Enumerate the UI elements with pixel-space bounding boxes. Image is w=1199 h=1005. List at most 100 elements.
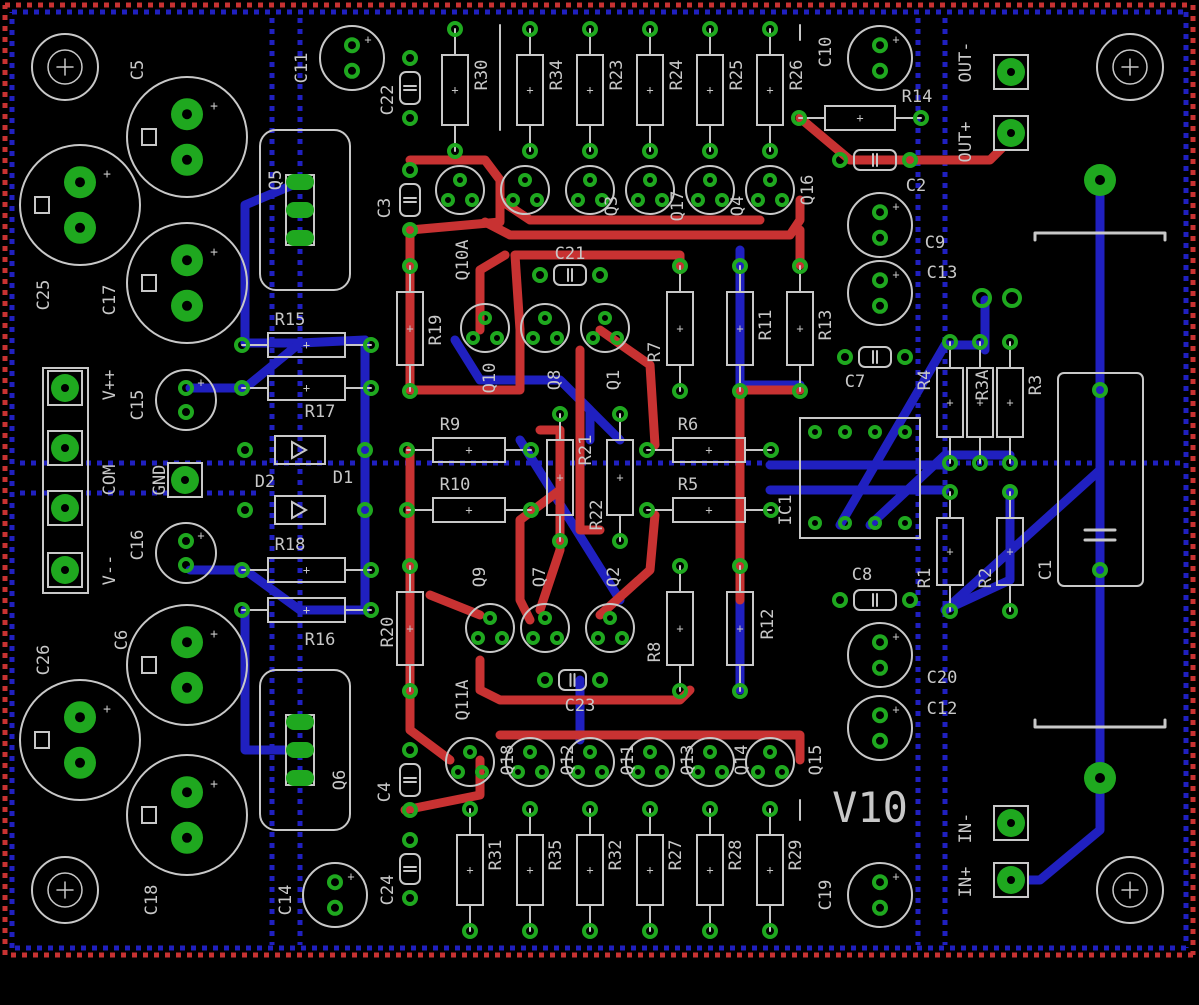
- pad: [639, 502, 655, 518]
- component-label: OUT+: [956, 122, 976, 163]
- pad: [522, 143, 538, 159]
- plus-mark: +: [303, 338, 310, 352]
- component-label: C26: [34, 645, 54, 676]
- transistor-outline: [745, 737, 795, 787]
- pad: [655, 193, 669, 207]
- component-label: C25: [34, 280, 54, 311]
- pad: [518, 173, 532, 187]
- component-label: R24: [667, 60, 687, 91]
- cap-mark: [141, 656, 157, 674]
- component-label: R26: [787, 60, 807, 91]
- component-label: R22: [587, 500, 607, 531]
- pad: [1092, 382, 1108, 398]
- oval-pad: [286, 742, 314, 758]
- pad: [453, 173, 467, 187]
- component-label: Q8: [545, 370, 565, 390]
- transistor-outline: [685, 737, 735, 787]
- top-trace: [515, 485, 565, 625]
- component-label: C16: [128, 530, 148, 561]
- pad: [523, 442, 539, 458]
- oval-pad: [286, 174, 314, 190]
- component-label: R11: [756, 310, 776, 341]
- pad: [872, 297, 888, 314]
- pad: [583, 745, 597, 759]
- pad-hole: [1095, 773, 1105, 783]
- component-label: R4: [915, 370, 935, 390]
- component-label: V++: [100, 370, 120, 401]
- pad: [237, 502, 253, 518]
- component-label: C13: [927, 263, 958, 283]
- mounting-hole-inner: [1112, 49, 1148, 85]
- oval-pad: [286, 770, 314, 786]
- resistor-body: [966, 367, 994, 438]
- oval-pad: [286, 230, 314, 246]
- top-trace: [495, 195, 765, 225]
- component-label: C18: [142, 885, 162, 916]
- resistor-body: [672, 497, 746, 523]
- top-trace: [795, 113, 1015, 165]
- mounting-hole: [1096, 33, 1164, 101]
- plus-mark: +: [406, 322, 413, 336]
- pad: [441, 193, 455, 207]
- pad: [972, 288, 992, 308]
- electrolytic-outline: [19, 679, 141, 801]
- pad: [363, 562, 379, 578]
- pad: [234, 337, 250, 353]
- pad: [552, 533, 568, 549]
- pad: [872, 62, 888, 79]
- pad: [490, 331, 504, 345]
- plus-mark: +: [736, 622, 743, 636]
- component-label: D2: [255, 472, 275, 492]
- plus-mark: +: [946, 396, 953, 410]
- top-trace: [495, 730, 805, 765]
- pad: [344, 62, 360, 79]
- ic-outline: [799, 417, 921, 539]
- pad: [751, 193, 765, 207]
- plus-mark: +: [526, 83, 533, 97]
- plus-mark: +: [676, 322, 683, 336]
- plus-mark: +: [705, 443, 712, 457]
- component-label: V--: [100, 555, 120, 586]
- pad: [868, 516, 882, 530]
- pad: [598, 311, 612, 325]
- small-cap-outline: [847, 695, 913, 761]
- pad: [872, 732, 888, 749]
- pad: [447, 21, 463, 37]
- small-cap-outline: [847, 192, 913, 258]
- film-cap-body: [399, 853, 421, 885]
- pad-hole: [1007, 876, 1015, 884]
- transistor-outline: [565, 737, 615, 787]
- bracket: [1033, 718, 1167, 729]
- pad: [535, 765, 549, 779]
- pad: [1002, 484, 1018, 500]
- plus-mark: +: [946, 545, 953, 559]
- pad: [603, 611, 617, 625]
- bottom-trace: [555, 375, 595, 445]
- pad-hole: [75, 177, 85, 188]
- pad-hole: [182, 255, 192, 266]
- resistor-body: [936, 517, 964, 586]
- pad: [872, 229, 888, 246]
- diode-symbol: [291, 500, 309, 520]
- top-trace: [510, 250, 685, 335]
- component-label: Q7: [530, 567, 550, 587]
- component-label: D1: [333, 468, 353, 488]
- plus-mark: +: [676, 622, 683, 636]
- pad: [808, 425, 822, 439]
- pad: [763, 442, 779, 458]
- film-cap-body: [399, 763, 421, 797]
- pad: [582, 801, 598, 817]
- plus-mark: +: [892, 268, 899, 282]
- component-label: Q6: [330, 770, 350, 790]
- component-label: R2: [976, 568, 996, 588]
- pad: [763, 745, 777, 759]
- resistor-body: [636, 54, 664, 126]
- transistor-outline: [520, 303, 570, 353]
- pad: [872, 874, 888, 891]
- resistor-body: [576, 54, 604, 126]
- component-label: R29: [786, 840, 806, 871]
- transistor-outline: [465, 603, 515, 653]
- plus-mark: +: [892, 703, 899, 717]
- bracket: [1033, 231, 1167, 242]
- pad: [902, 592, 918, 608]
